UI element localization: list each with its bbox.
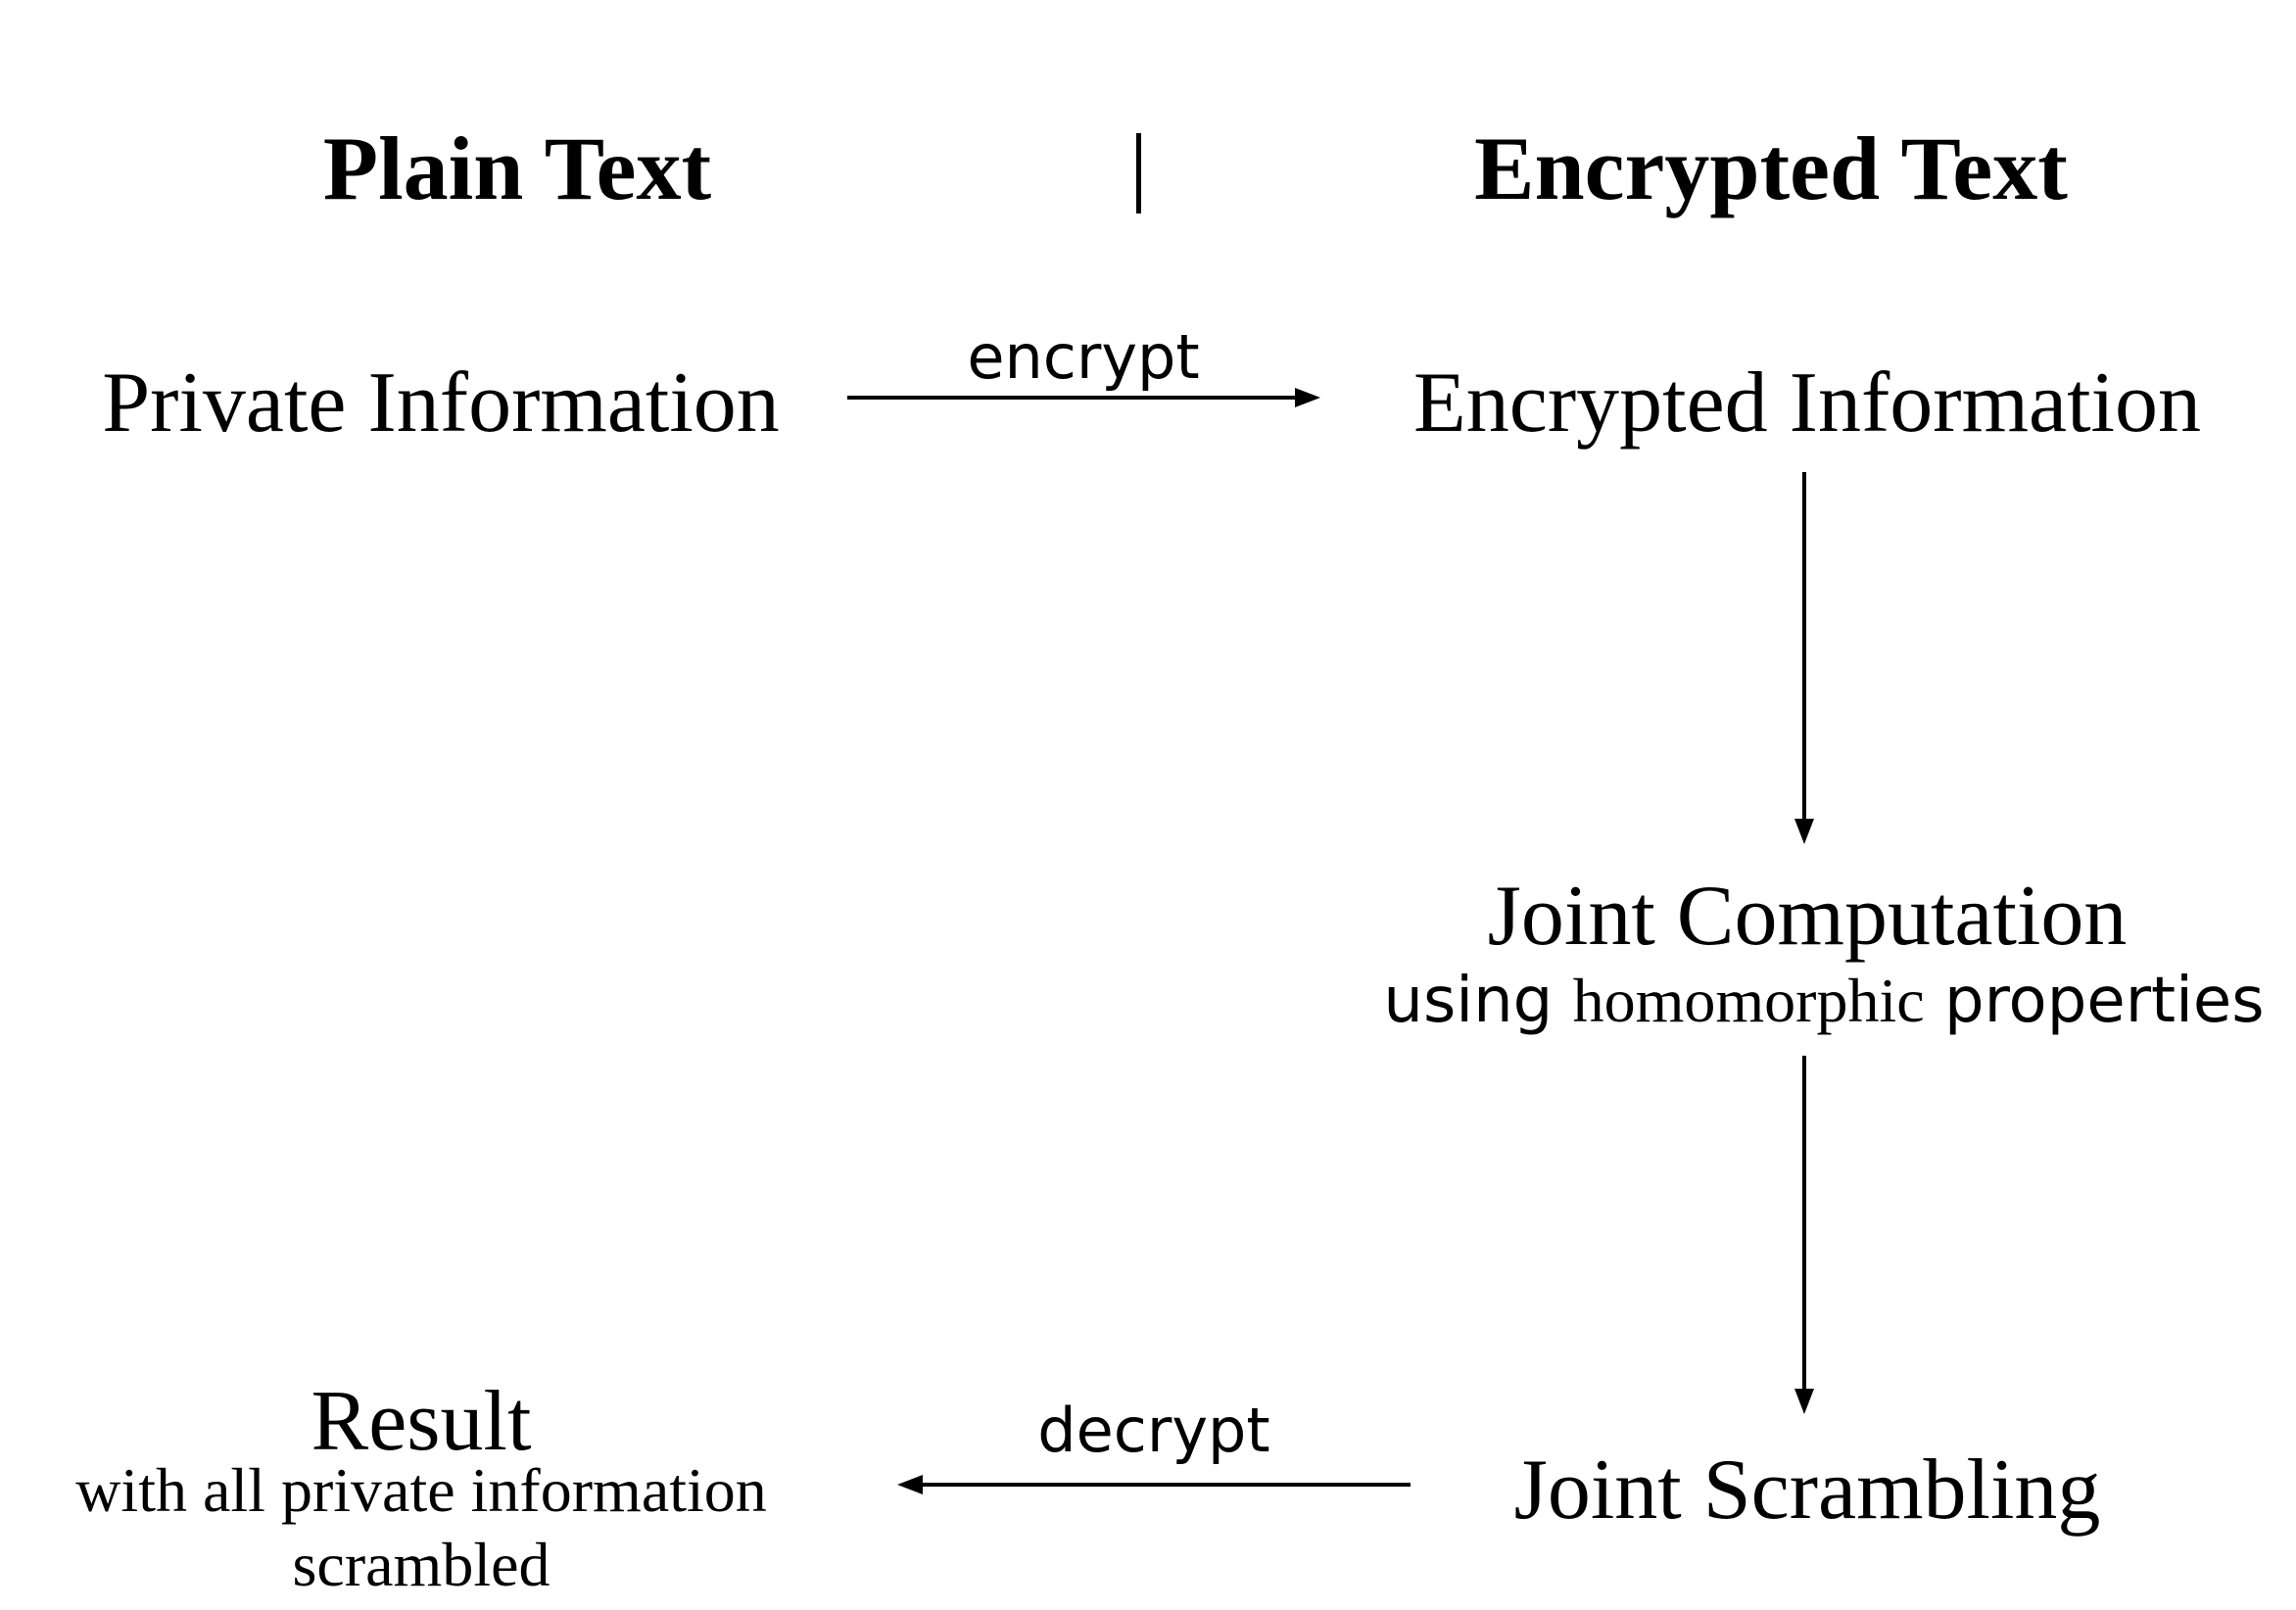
joint-computation-node: Joint Computation (1487, 869, 2128, 964)
subtitle-homomorphic-text: homomorphic (1572, 966, 1925, 1035)
result-node: Result (311, 1374, 532, 1469)
encrypted-text-header: Encrypted Text (1474, 118, 2068, 218)
subtitle-using-text: using (1383, 965, 1573, 1037)
decrypt-label: decrypt (1037, 1395, 1270, 1466)
column-divider (1136, 133, 1141, 213)
encrypted-information-node: Encrypted Information (1413, 355, 2201, 450)
encrypted-to-computation-arrow (1794, 472, 1814, 844)
result-subtitle-line2: scrambled (292, 1530, 550, 1599)
private-information-node: Private Information (102, 355, 780, 450)
subtitle-properties-text: properties (1924, 965, 2265, 1037)
encrypt-label: encrypt (967, 321, 1200, 393)
plain-text-header: Plain Text (322, 118, 712, 218)
joint-scrambling-node: Joint Scrambling (1513, 1443, 2101, 1538)
result-subtitle-line1: with all private information (75, 1455, 767, 1525)
joint-computation-subtitle: using homomorphic properties (1383, 970, 2264, 1033)
decrypt-arrow (897, 1475, 1411, 1494)
computation-to-scrambling-arrow (1794, 1056, 1814, 1414)
encrypt-arrow (847, 388, 1320, 407)
